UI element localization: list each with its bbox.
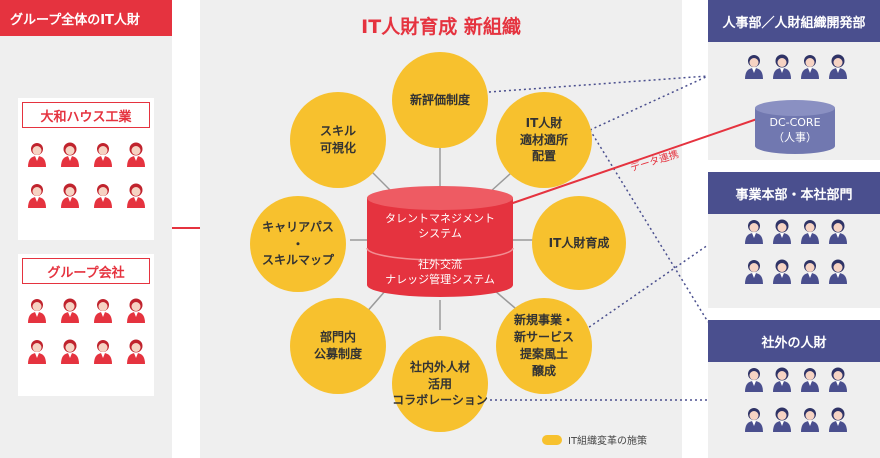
daiwa-title: 大和ハウス工業 (22, 102, 150, 128)
person-icon (745, 260, 763, 284)
hr-header: 人事部／人財組織開発部 (708, 0, 880, 42)
main-title: IT人財育成 新組織 (361, 16, 521, 38)
person-icon (801, 408, 819, 432)
person-icon (829, 54, 847, 79)
person-icon (28, 299, 46, 323)
person-icon (28, 340, 46, 364)
person-icon (773, 259, 791, 284)
talent-system-label: タレントマネジメント システム (385, 212, 495, 240)
business-header: 事業本部・本社部門 (708, 172, 880, 214)
person-icon (801, 368, 819, 392)
person-icon (745, 220, 763, 244)
circle-career-path: キャリアパス ・ スキルマップ (250, 196, 346, 292)
person-icon (801, 55, 819, 79)
dc-core-label: DC-CORE （人事） (769, 116, 821, 144)
group-title: グループ会社 (22, 258, 150, 284)
circle-it-training: IT人財育成 (532, 196, 626, 290)
person-icon (94, 143, 112, 167)
person-icon (829, 219, 847, 244)
person-icon (773, 367, 791, 392)
person-icon (801, 220, 819, 244)
person-icon (127, 142, 145, 167)
circle-collaboration: 社内外人材 活用 コラボレーション (392, 336, 488, 432)
legend: IT組織変革の施策 (542, 432, 647, 447)
external-header: 社外の人財 (708, 320, 880, 362)
talent-db-icon (366, 186, 514, 297)
person-icon (61, 298, 79, 323)
person-icon (127, 183, 145, 208)
person-icon (773, 54, 791, 79)
person-icon (745, 55, 763, 79)
person-icon (61, 142, 79, 167)
circle-new-business: 新規事業・ 新サービス 提案風土 醸成 (496, 298, 592, 394)
person-icon (829, 367, 847, 392)
circle-placement: IT人財 適材適所 配置 (496, 92, 592, 188)
person-icon (28, 143, 46, 167)
person-icon (94, 299, 112, 323)
left-header: グループ全体のIT人財 (0, 0, 172, 36)
person-icon (829, 407, 847, 432)
knowledge-system-label: 社外交流 ナレッジ管理システム (385, 258, 495, 286)
circle-internal-recruiting: 部門内 公募制度 (290, 298, 386, 394)
person-icon (127, 339, 145, 364)
person-icon (28, 184, 46, 208)
legend-label: IT組織変革の施策 (568, 436, 648, 447)
person-icon (829, 259, 847, 284)
legend-swatch (542, 434, 562, 445)
circle-new-evaluation: 新評価制度 (392, 52, 488, 148)
person-icon (801, 260, 819, 284)
person-icon (745, 408, 763, 432)
person-icon (61, 339, 79, 364)
person-icon (773, 219, 791, 244)
dc-core-db-icon (755, 100, 835, 154)
person-icon (94, 340, 112, 364)
person-icon (127, 298, 145, 323)
circle-skill-visualization: スキル 可視化 (290, 92, 386, 188)
person-icon (773, 407, 791, 432)
person-icon (61, 183, 79, 208)
person-icon (94, 184, 112, 208)
person-icon (745, 368, 763, 392)
